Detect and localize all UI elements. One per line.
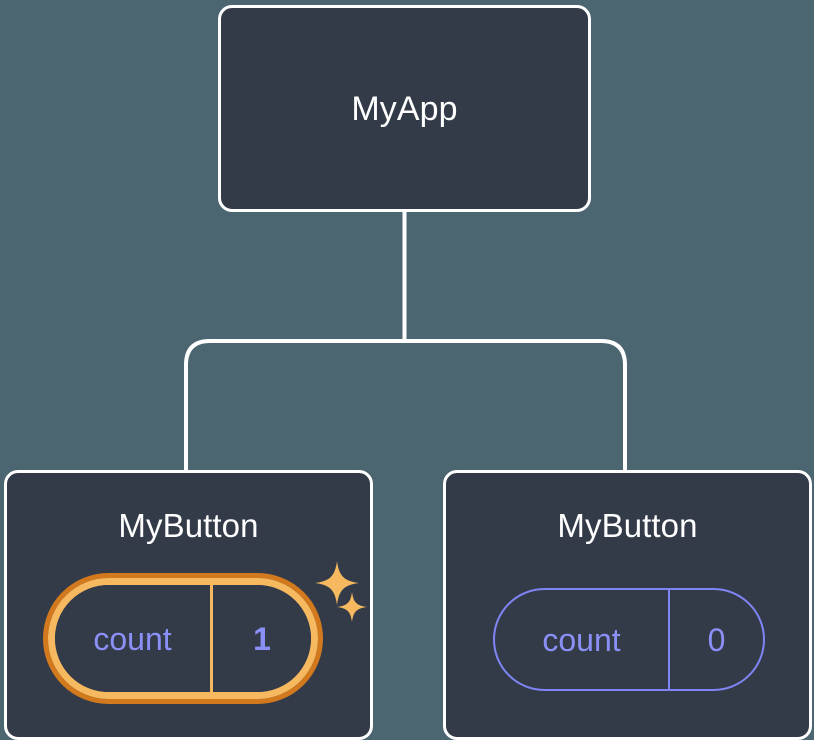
state-key-label: count [542,621,621,658]
pill-outer-ring [43,573,323,704]
node-mybutton-right-label: MyButton [557,507,698,544]
connector-child-bus [184,339,627,470]
node-myapp-label: MyApp [351,89,458,128]
state-key-label: count [93,620,172,657]
pill-divider [668,590,670,689]
pill-body: count 0 [493,588,765,691]
node-myapp[interactable]: MyApp [218,5,591,212]
state-value-label: 0 [707,621,726,658]
pill-body: count 1 [55,585,311,692]
pill-inner-ring [48,578,318,699]
state-value-label: 1 [253,620,271,657]
state-pill-count-highlighted[interactable]: count 1 [43,573,323,704]
state-pill-count-plain[interactable]: count 0 [493,588,765,691]
node-mybutton-left-label: MyButton [118,507,259,544]
pill-divider [210,585,213,692]
